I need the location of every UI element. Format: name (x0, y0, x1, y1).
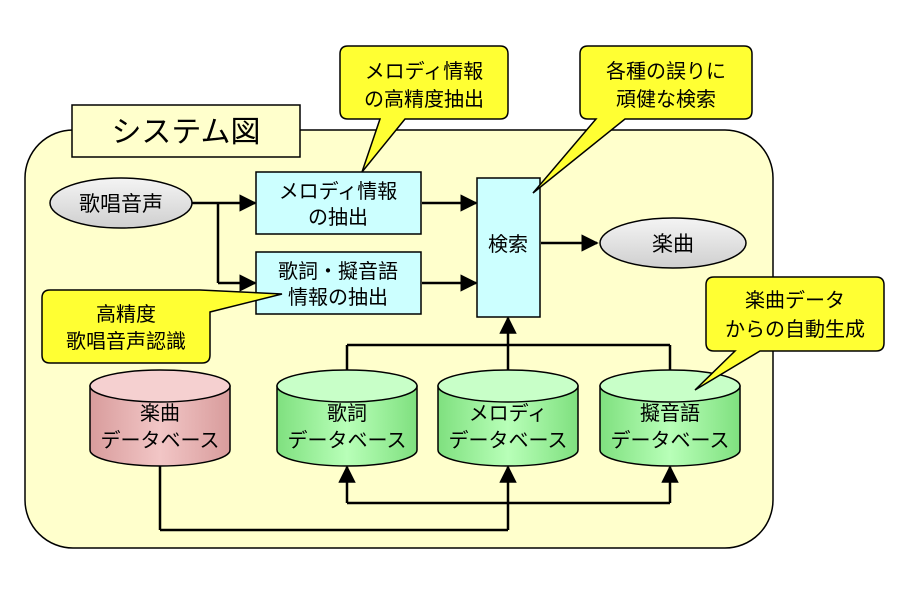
svg-text:擬音語: 擬音語 (640, 401, 700, 425)
lyrics-database: 歌詞 データベース (276, 369, 418, 467)
svg-text:データベース: データベース (611, 428, 730, 452)
melody-extraction-box: メロディ情報 の抽出 (255, 171, 422, 235)
svg-text:データベース: データベース (288, 428, 407, 452)
song-database: 楽曲 データベース (89, 369, 231, 467)
svg-text:歌唱音声: 歌唱音声 (79, 192, 163, 216)
callout-melody-precision: メロディ情報 の高精度抽出 (339, 45, 509, 173)
callout-auto-generation: 楽曲データ からの自動生成 (694, 276, 885, 391)
singing-voice-node: 歌唱音声 (49, 177, 193, 229)
svg-text:メロディ: メロディ (469, 401, 548, 425)
callout-recognition: 高精度 歌唱音声認識 (41, 289, 283, 364)
svg-text:情報の抽出: 情報の抽出 (288, 285, 388, 309)
svg-text:歌詞: 歌詞 (327, 401, 367, 425)
lyrics-extraction-box: 歌詞・擬音語 情報の抽出 (255, 251, 422, 315)
svg-text:楽曲: 楽曲 (140, 401, 180, 425)
svg-text:メロディ情報: メロディ情報 (365, 59, 484, 83)
diagram-title: システム図 (111, 115, 260, 150)
melody-database: メロディ データベース (437, 369, 579, 467)
svg-text:楽曲: 楽曲 (652, 232, 694, 256)
svg-text:歌唱音声認識: 歌唱音声認識 (66, 329, 186, 353)
search-box: 検索 (476, 177, 541, 318)
svg-text:楽曲データ: 楽曲データ (745, 288, 845, 312)
song-output-node: 楽曲 (599, 217, 747, 269)
svg-text:の抽出: の抽出 (308, 205, 368, 229)
onomatopoeia-database: 擬音語 データベース (599, 369, 741, 467)
svg-text:からの自動生成: からの自動生成 (725, 317, 865, 341)
svg-text:メロディ情報: メロディ情報 (279, 179, 398, 203)
svg-text:検索: 検索 (488, 232, 528, 256)
callout-robust-search: 各種の誤りに 頑健な検索 (532, 45, 753, 194)
svg-text:データベース: データベース (449, 428, 568, 452)
svg-text:各種の誤りに: 各種の誤りに (606, 59, 726, 83)
title-box: システム図 (71, 104, 301, 158)
svg-text:高精度: 高精度 (96, 302, 156, 326)
svg-text:の高精度抽出: の高精度抽出 (364, 87, 484, 111)
svg-text:頑健な検索: 頑健な検索 (616, 87, 716, 111)
svg-text:歌詞・擬音語: 歌詞・擬音語 (278, 259, 398, 283)
svg-text:データベース: データベース (101, 428, 220, 452)
